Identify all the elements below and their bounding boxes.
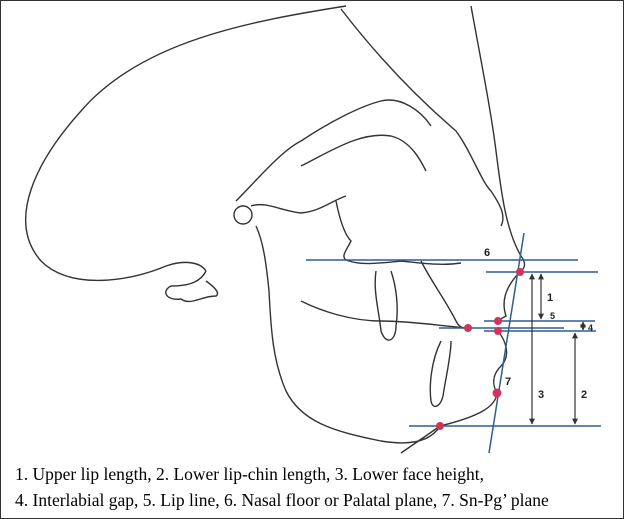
label-4: 4 <box>588 323 593 333</box>
figure-caption: 1. Upper lip length, 2. Lower lip-chin l… <box>15 461 549 513</box>
reference-planes <box>306 232 601 454</box>
skull-tracing <box>25 5 526 454</box>
upper-lip-point <box>494 317 502 325</box>
label-6: 6 <box>484 247 490 259</box>
landmarks <box>436 268 524 430</box>
label-2: 2 <box>581 389 587 401</box>
lower-lip-point <box>494 327 502 335</box>
label-3: 3 <box>538 389 544 401</box>
caption-line-1: 1. Upper lip length, 2. Lower lip-chin l… <box>15 464 484 484</box>
sn-pg-plane-line <box>488 232 525 454</box>
caption-line-2: 4. Interlabial gap, 5. Lip line, 6. Nasa… <box>15 490 549 510</box>
menton-point <box>436 422 444 430</box>
label-1: 1 <box>547 292 553 304</box>
incisal-point <box>464 324 472 332</box>
measurement-arrows <box>529 273 586 425</box>
label-7: 7 <box>505 376 511 388</box>
pogonion-point <box>492 388 502 398</box>
subnasale-point <box>516 268 524 276</box>
label-5: 5 <box>550 311 555 321</box>
